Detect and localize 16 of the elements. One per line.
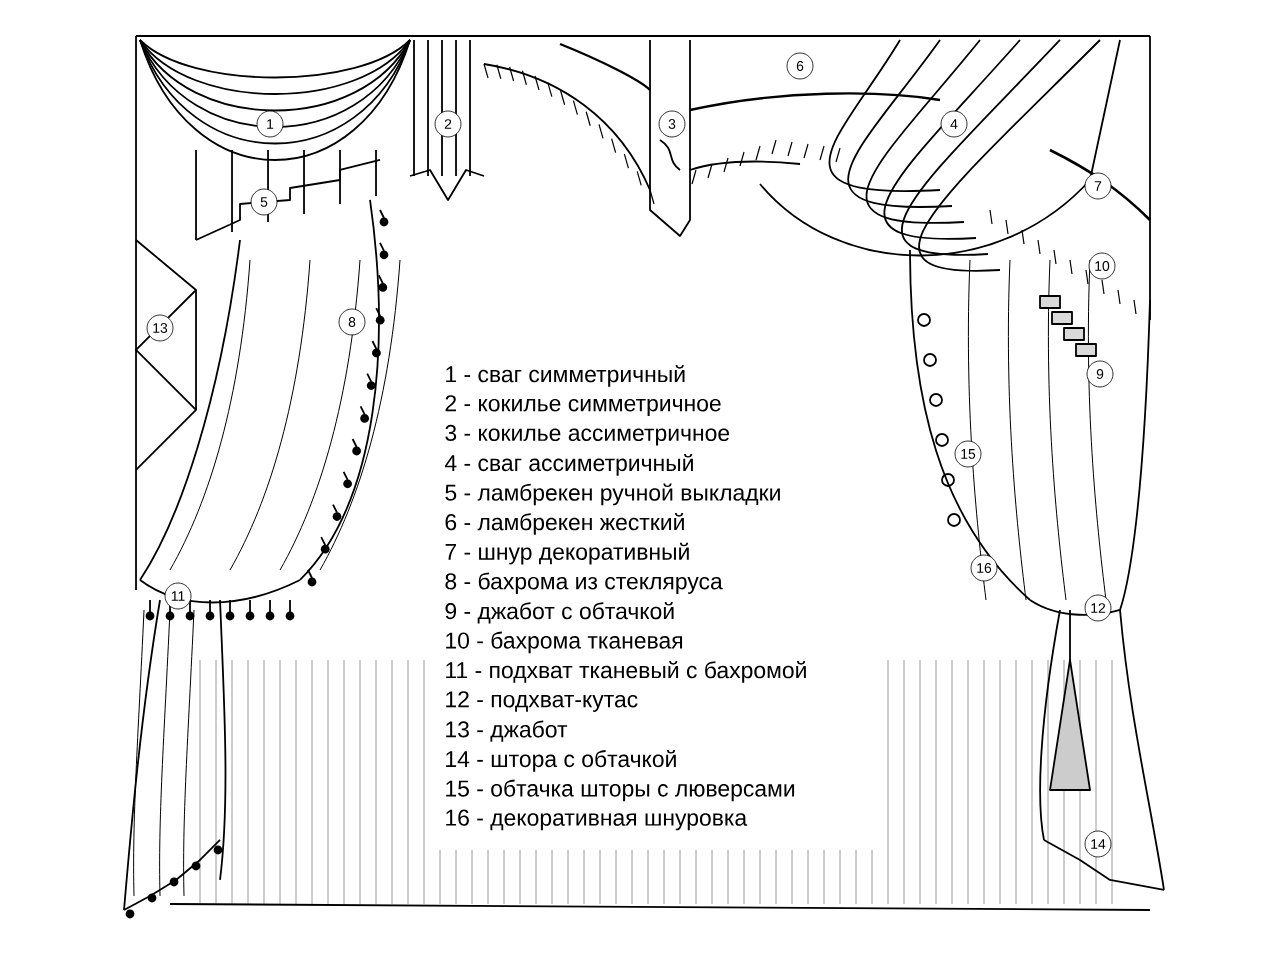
list-item: 14 - штора с обтачкой	[446, 749, 676, 772]
list-item: 1 - сваг симметричный	[446, 365, 685, 387]
list-item: 6 - ламбрекен жесткий	[445, 513, 684, 535]
list-item: 8 - бахрома из стекляруса	[445, 572, 723, 594]
list-item: 4 - сваг ассиметричный	[444, 453, 693, 476]
list-item: 13 - джабот	[446, 720, 568, 742]
list-item: 11 - подхват тканевый с бахромой	[446, 661, 806, 683]
list-item: 12 - подхват-кутас	[446, 691, 638, 712]
list-item: 5 - ламбрекен ручной выкладки	[445, 483, 780, 506]
list-item: 10 - бахрома тканевая	[446, 631, 683, 654]
list-item: 16 - декоративная шнуровка	[446, 809, 748, 831]
list-item: 7 - шнур декоративный	[445, 542, 689, 565]
list-item: 15 - обтачка шторы с люверсами	[446, 779, 795, 802]
list-item: 9 - джабот с обтачкой	[445, 602, 674, 624]
list-item: 3 - кокилье ассиметричное	[445, 424, 730, 446]
list-item: 2 - кокилье симметричное	[445, 395, 721, 416]
